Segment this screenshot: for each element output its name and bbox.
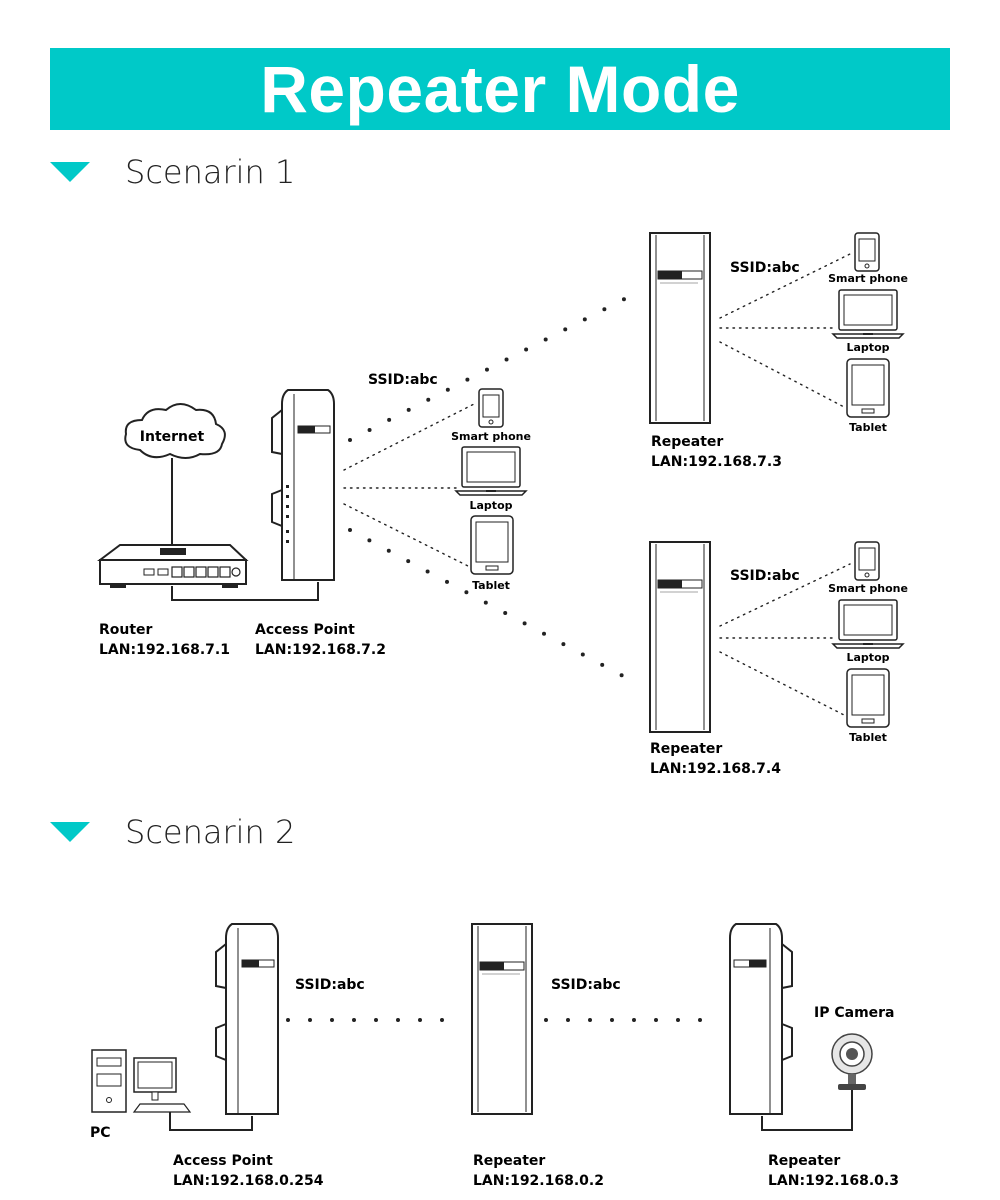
repeater-top-lan: LAN:192.168.7.3: [651, 454, 782, 470]
repeater-bottom-laptop-label: Laptop: [847, 651, 890, 664]
repeater-top-phone-label: Smart phone: [828, 272, 908, 285]
page-title: Repeater Mode: [260, 52, 740, 126]
triangle-bullet-icon: [50, 822, 90, 842]
repeater-top-laptop-label: Laptop: [847, 341, 890, 354]
s2-repeater1-name: Repeater: [473, 1153, 545, 1169]
access-point-name: Access Point: [255, 622, 355, 638]
smartphone-icon: [854, 232, 880, 272]
router-lan: LAN:192.168.7.1: [99, 642, 230, 658]
laptop-icon: [832, 289, 904, 339]
camera-icon: [831, 1033, 873, 1090]
access-point-lan: LAN:192.168.7.2: [255, 642, 386, 658]
repeater-bottom-ssid: SSID:abc: [730, 568, 800, 584]
access-point-device-icon: [215, 923, 279, 1115]
tablet-icon: [846, 668, 890, 728]
pc-icon: [91, 1049, 192, 1113]
ap-laptop-label: Laptop: [470, 499, 513, 512]
internet-label: Internet: [140, 429, 205, 445]
scenario2-heading: Scenarin 2: [50, 812, 295, 852]
ip-camera-label: IP Camera: [814, 1005, 895, 1021]
repeater-top-ssid: SSID:abc: [730, 260, 800, 276]
router-ap-cable: [171, 582, 319, 601]
repeater-bottom-tablet-label: Tablet: [849, 731, 887, 744]
s2-access-point-lan: LAN:192.168.0.254: [173, 1173, 324, 1189]
title-banner: Repeater Mode: [50, 48, 950, 130]
repeater-top-device-icon: [649, 232, 711, 424]
laptop-icon: [832, 599, 904, 649]
router-icon: [97, 544, 249, 588]
s2-repeater2-name: Repeater: [768, 1153, 840, 1169]
repeater-bottom-name: Repeater: [650, 741, 722, 757]
repeater-top-tablet-label: Tablet: [849, 421, 887, 434]
repeater-top-name: Repeater: [651, 434, 723, 450]
smartphone-icon: [854, 541, 880, 581]
repeater-bottom-phone-label: Smart phone: [828, 582, 908, 595]
router-name: Router: [99, 622, 153, 638]
ap-client-links: [343, 403, 475, 569]
tablet-icon: [846, 358, 890, 418]
scenario1-heading: Scenarin 1: [50, 152, 295, 192]
camera-repeater-cable: [761, 1090, 853, 1131]
access-point-device-icon: [271, 389, 335, 581]
repeater-bottom-client-links: [719, 563, 851, 717]
repeater-bottom-lan: LAN:192.168.7.4: [650, 761, 781, 777]
repeater-bottom-device-icon: [649, 541, 711, 733]
pc-label: PC: [90, 1125, 111, 1141]
scenario1-title: Scenarin 1: [125, 153, 296, 191]
repeater1-device-icon: [471, 923, 533, 1115]
repeater-top-client-links: [719, 253, 851, 409]
triangle-bullet-icon: [50, 162, 90, 182]
pc-ap-cable: [169, 1112, 253, 1131]
ap-tablet-label: Tablet: [472, 579, 510, 592]
scenario2-title: Scenarin 2: [125, 813, 296, 851]
tablet-icon: [470, 515, 514, 575]
s2-repeater1-lan: LAN:192.168.0.2: [473, 1173, 604, 1189]
repeater2-device-icon: [729, 923, 793, 1115]
smartphone-icon: [478, 388, 504, 428]
ssid-main-label: SSID:abc: [368, 372, 438, 388]
laptop-icon: [455, 446, 527, 496]
ap-phone-label: Smart phone: [451, 430, 531, 443]
s2-repeater2-lan: LAN:192.168.0.3: [768, 1173, 899, 1189]
ssid-right-label: SSID:abc: [551, 977, 621, 993]
s2-access-point-name: Access Point: [173, 1153, 273, 1169]
ssid-left-label: SSID:abc: [295, 977, 365, 993]
cloud-icon: [124, 403, 226, 459]
